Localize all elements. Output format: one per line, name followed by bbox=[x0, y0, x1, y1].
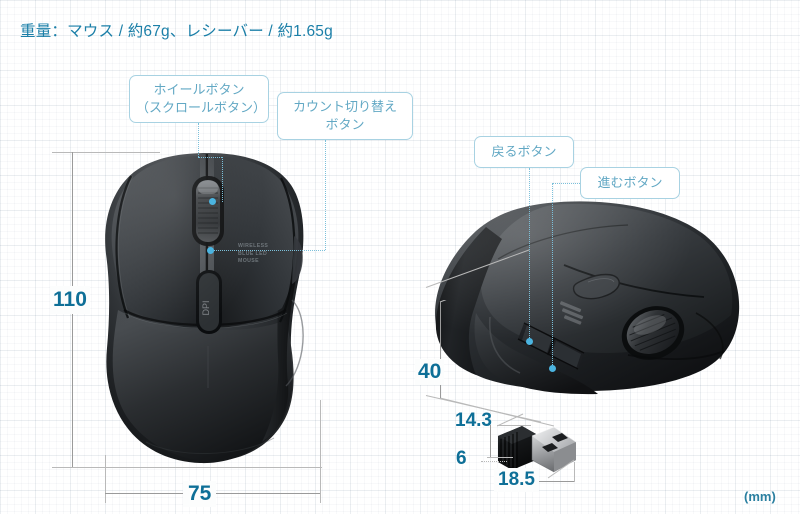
callout-wheel-button[interactable]: ホイールボタン （スクロールボタン） bbox=[129, 75, 269, 123]
dim-line-mouse-depth bbox=[440, 302, 441, 398]
weight-specification-text: 重量：マウス / 約67g、レシーバー / 約1.65g bbox=[20, 23, 333, 40]
callout-back-button-marker bbox=[526, 338, 533, 345]
dim-leader-receiver-width bbox=[497, 413, 524, 427]
callout-wheel-button-line1: ホイールボタン bbox=[153, 82, 245, 98]
callout-wheel-button-line2: （スクロールボタン） bbox=[136, 100, 267, 115]
callout-wheel-button-leader-v bbox=[198, 123, 199, 157]
callout-count-switch-line2: ボタン bbox=[325, 117, 365, 132]
dim-label-mouse-width: 75 bbox=[183, 481, 217, 507]
callout-forward-button-leader-v bbox=[552, 183, 553, 365]
dim-ext-receiver-length-right bbox=[574, 462, 575, 482]
dim-ext-top-left bbox=[52, 152, 160, 153]
dim-ext-left-vertical bbox=[105, 455, 106, 503]
mouse-top-view-illustration: DPI bbox=[105, 153, 304, 464]
dim-ext-receiver-width-top bbox=[497, 425, 531, 426]
callout-forward-button-leader-h bbox=[552, 183, 580, 184]
dim-ext-right-vertical bbox=[320, 400, 321, 503]
unit-label: (mm) bbox=[744, 489, 776, 504]
dim-leader-receiver-length bbox=[547, 459, 575, 479]
callout-back-button-leader bbox=[529, 168, 530, 338]
dim-leaders-mouse-depth bbox=[439, 300, 554, 427]
dim-label-receiver-width: 14.3 bbox=[455, 410, 492, 431]
callout-count-switch-button[interactable]: カウント切り替え ボタン bbox=[277, 92, 413, 140]
dim-leader-receiver-thickness bbox=[481, 461, 507, 462]
mouse-perspective-view-illustration bbox=[435, 201, 740, 395]
dim-ext-bottom-left bbox=[52, 467, 322, 468]
dim-ext-receiver-width-bottom bbox=[487, 457, 513, 458]
dim-line-receiver-width bbox=[490, 425, 491, 457]
callout-forward-button-label: 進むボタン bbox=[597, 175, 663, 191]
callout-count-switch-marker bbox=[207, 247, 214, 254]
dim-label-mouse-height: 110 bbox=[50, 286, 90, 314]
callout-wheel-button-marker bbox=[209, 198, 216, 205]
dim-label-receiver-length: 18.5 bbox=[494, 468, 539, 492]
callout-wheel-button-leader-v2 bbox=[222, 157, 223, 202]
dim-label-mouse-depth: 40 bbox=[415, 359, 445, 385]
dim-label-receiver-thickness: 6 bbox=[456, 448, 467, 469]
usb-receiver-illustration bbox=[498, 426, 577, 473]
callout-back-button-label: 戻るボタン bbox=[491, 144, 557, 160]
callout-count-switch-line1: カウント切り替え bbox=[292, 99, 397, 115]
callout-count-switch-leader-h bbox=[211, 250, 325, 251]
callout-forward-button-marker bbox=[549, 365, 556, 372]
callout-wheel-button-leader-h bbox=[198, 157, 222, 158]
callout-count-switch-leader-v bbox=[325, 140, 326, 250]
callout-back-button[interactable]: 戻るボタン bbox=[474, 136, 574, 168]
callout-forward-button[interactable]: 進むボタン bbox=[580, 167, 680, 199]
